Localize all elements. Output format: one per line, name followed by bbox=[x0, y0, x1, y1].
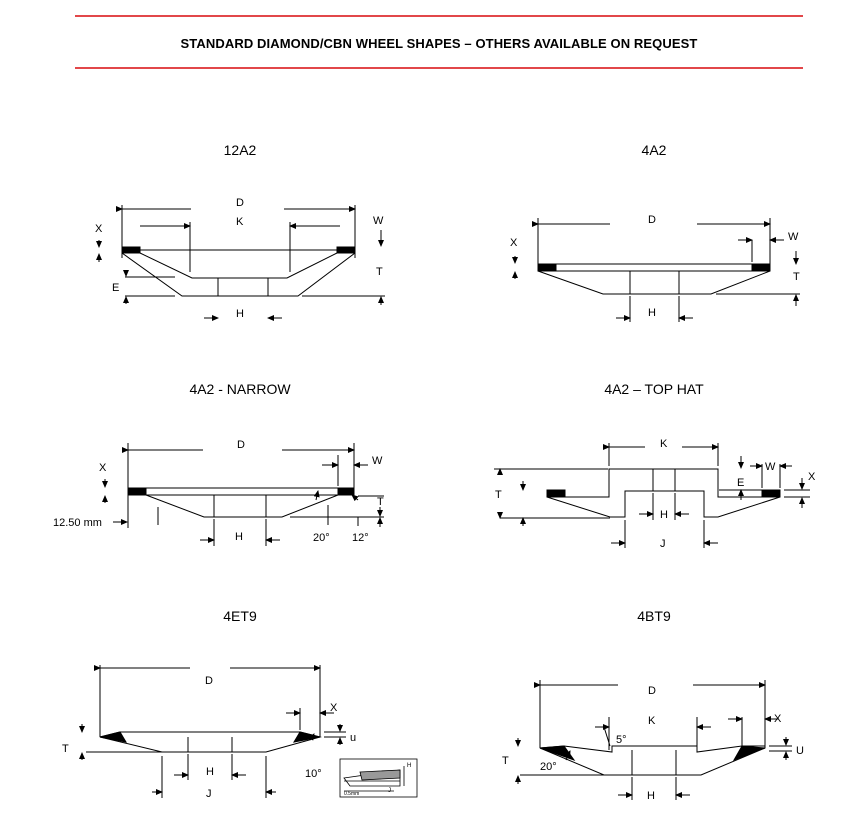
diagram-12a2 bbox=[96, 205, 385, 321]
label-4et9-10deg: 10° bbox=[305, 768, 322, 780]
label-4bt9-x: X bbox=[774, 713, 782, 725]
diagram-4bt9 bbox=[515, 680, 792, 800]
label-12a2-t: T bbox=[376, 266, 383, 278]
title-4a2: 4A2 bbox=[641, 142, 667, 158]
label-4bt9-20deg: 20° bbox=[540, 761, 557, 773]
label-12a2-h: H bbox=[236, 308, 244, 320]
label-4et9-inset-h: H bbox=[407, 763, 411, 769]
label-4bt9-h: H bbox=[647, 790, 655, 802]
label-4a2t-w: W bbox=[765, 461, 776, 473]
label-4a2n-12deg: 12° bbox=[352, 532, 369, 544]
title-4et9: 4ET9 bbox=[223, 608, 257, 624]
label-4a2-t: T bbox=[793, 271, 800, 283]
label-4a2-h: H bbox=[648, 307, 656, 319]
label-4a2t-j: J bbox=[660, 538, 666, 550]
diagram-4a2-top-hat bbox=[494, 443, 810, 548]
label-4bt9-d: D bbox=[648, 685, 656, 697]
label-4a2t-t: T bbox=[495, 489, 502, 501]
label-4a2t-x: X bbox=[808, 471, 816, 483]
page-title: STANDARD DIAMOND/CBN WHEEL SHAPES – OTHE… bbox=[180, 36, 698, 51]
label-12a2-d: D bbox=[236, 197, 244, 209]
title-4a2-narrow: 4A2 - NARROW bbox=[189, 381, 291, 397]
title-4a2-top-hat: 4A2 – TOP HAT bbox=[604, 381, 704, 397]
label-4a2n-d: D bbox=[237, 439, 245, 451]
label-12a2-e: E bbox=[112, 282, 119, 294]
label-4a2n-h: H bbox=[235, 531, 243, 543]
diagram-4a2-narrow bbox=[102, 443, 384, 546]
top-rule bbox=[75, 15, 803, 17]
label-4a2n-x: X bbox=[99, 462, 107, 474]
label-12a2-w: W bbox=[373, 215, 384, 227]
label-4et9-u: u bbox=[350, 732, 356, 744]
label-4a2t-h: H bbox=[660, 509, 668, 521]
label-4a2n-w: W bbox=[372, 455, 383, 467]
label-4et9-d: D bbox=[205, 675, 213, 687]
label-4a2t-k: K bbox=[660, 438, 668, 450]
label-4a2n-t: T bbox=[377, 496, 384, 508]
label-4a2-w: W bbox=[788, 231, 799, 243]
label-4et9-h: H bbox=[206, 766, 214, 778]
label-4bt9-5deg: 5° bbox=[616, 734, 627, 746]
label-12a2-k: K bbox=[236, 216, 244, 228]
diagram-4et9 bbox=[79, 665, 346, 798]
label-4a2-d: D bbox=[648, 214, 656, 226]
label-4et9-inset-05mm: 0.5mm bbox=[344, 791, 359, 797]
label-4a2-x: X bbox=[510, 237, 518, 249]
label-4bt9-k: K bbox=[648, 715, 656, 727]
label-4et9-j: J bbox=[206, 788, 212, 800]
label-4a2t-e: E bbox=[737, 477, 744, 489]
title-4bt9: 4BT9 bbox=[637, 608, 671, 624]
label-4et9-x: X bbox=[330, 702, 338, 714]
label-4bt9-t: T bbox=[502, 755, 509, 767]
label-4et9-inset-j: J bbox=[388, 788, 391, 794]
label-4a2n-20deg: 20° bbox=[313, 532, 330, 544]
label-4et9-t: T bbox=[62, 743, 69, 755]
diagram-4a2 bbox=[512, 218, 800, 322]
label-4bt9-u: U bbox=[796, 745, 804, 757]
label-12a2-x: X bbox=[95, 223, 103, 235]
label-4a2n-dim: 12.50 mm bbox=[53, 517, 102, 529]
4et9-detail-inset bbox=[339, 758, 418, 798]
bottom-rule bbox=[75, 67, 803, 69]
title-12a2: 12A2 bbox=[223, 142, 257, 158]
